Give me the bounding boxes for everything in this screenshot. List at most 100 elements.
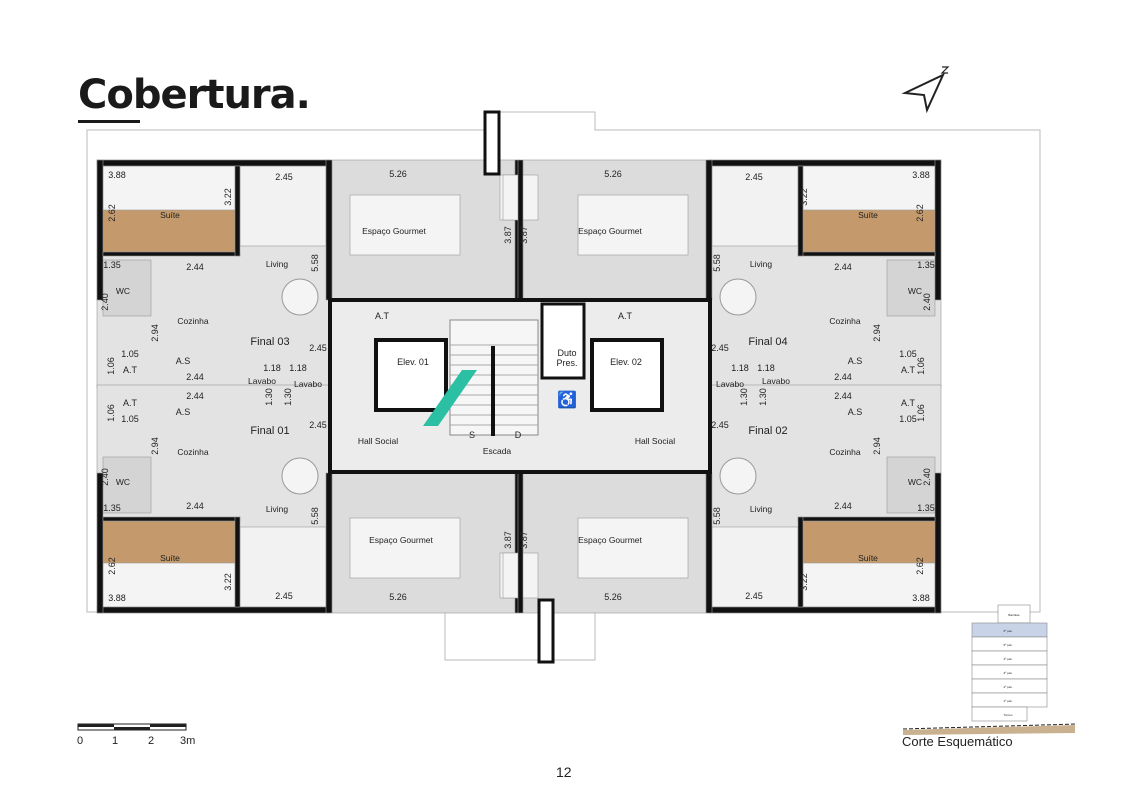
scale-tick-3: 3m (180, 735, 196, 747)
unit-label: 3.88 (108, 593, 126, 603)
gourmet-label: Espaço Gourmet (578, 535, 642, 545)
dining-table (719, 278, 757, 316)
elevator-02 (590, 338, 664, 412)
unit-label: 2.45 (745, 172, 763, 182)
gourmet-table (577, 194, 689, 256)
dining-table (281, 457, 319, 495)
living-sofa-area (711, 526, 799, 608)
unit-label: Living (750, 504, 772, 514)
unit-label: 1.30 (264, 388, 274, 406)
unit-label: 1.05 (121, 349, 139, 359)
unit-label: 1.35 (103, 260, 121, 270)
unit-label: 2.40 (922, 468, 932, 486)
unit-label: 3.22 (799, 188, 809, 206)
gourmet-label: Espaço Gourmet (362, 226, 426, 236)
unit-label: Cozinha (829, 316, 860, 326)
unit-label: 1.06 (916, 404, 926, 422)
section-floor-label: Térreo (1004, 713, 1013, 717)
unit-label: 2.62 (915, 557, 925, 575)
page-title: Cobertura. (78, 72, 311, 118)
unit-label: Lavabo (248, 376, 276, 386)
page-number: 12 (556, 764, 572, 780)
unit-label: WC (908, 477, 922, 487)
gourmet-depth-label: 3.87 (519, 531, 529, 549)
scale-tick-1: 1 (112, 735, 119, 747)
section-floor-label: 2º pav. (1003, 685, 1012, 689)
unit-label: 1.05 (899, 349, 917, 359)
unit-label: 2.44 (834, 391, 852, 401)
unit-label: 3.88 (912, 593, 930, 603)
wall (234, 516, 241, 608)
unit-label: 2.94 (872, 437, 882, 455)
gourmet-width-label: 5.26 (604, 169, 622, 179)
stair-label: Escada (483, 446, 512, 456)
wc-room (886, 456, 936, 514)
shaft-bottom (537, 598, 555, 664)
wc-room (102, 259, 152, 317)
gourmet-table (577, 517, 689, 579)
unit-label: 1.06 (106, 357, 116, 375)
unit-label: 3.88 (108, 170, 126, 180)
section-caption: Corte Esquemático (902, 734, 1013, 749)
unit-label: Cozinha (177, 447, 208, 457)
unit-label: 3.22 (223, 188, 233, 206)
unit-label: 3.22 (799, 573, 809, 591)
unit-label: Final 03 (250, 336, 289, 348)
pressurization-duct (540, 302, 586, 380)
section-floor (971, 706, 1028, 722)
wall (102, 251, 241, 257)
wall (325, 472, 333, 614)
section-floor-label: 6º pav. (1003, 629, 1012, 633)
unit-label: 1.18 (731, 363, 749, 373)
wall (934, 472, 942, 614)
wc-room (886, 259, 936, 317)
section-floor-label: 3º pav. (1003, 671, 1012, 675)
wall (797, 165, 804, 257)
section-floor-label: 4º pav. (1003, 657, 1012, 661)
wheelchair-icon: ♿ (557, 390, 577, 409)
unit-label: 2.62 (915, 204, 925, 222)
hall-social-right-label: Hall Social (635, 436, 675, 446)
unit-label: Final 04 (748, 336, 787, 348)
suite-wood-floor (102, 209, 236, 253)
unit-label: 1.18 (263, 363, 281, 373)
section-ground-line (902, 723, 1078, 730)
unit-label: 1.05 (121, 414, 139, 424)
unit-label: Living (266, 504, 288, 514)
unit-label: Suíte (858, 553, 878, 563)
unit-label: 5.58 (310, 254, 320, 272)
unit-label: 3.88 (912, 170, 930, 180)
unit-label: 1.18 (289, 363, 307, 373)
unit-label: Lavabo (762, 376, 790, 386)
north-arrow-icon (901, 66, 950, 114)
unit-label: 1.35 (103, 503, 121, 513)
unit-label: 2.45 (711, 343, 729, 353)
unit-label: 2.45 (275, 172, 293, 182)
brand-logo-mark (423, 370, 477, 426)
unit-label: 2.44 (834, 501, 852, 511)
gourmet-table (349, 194, 461, 256)
suite-wood-floor (102, 520, 236, 564)
unit-label: 2.44 (186, 391, 204, 401)
gourmet-table (349, 517, 461, 579)
unit-label: 2.44 (186, 262, 204, 272)
wall (707, 159, 942, 167)
unit-label: 1.18 (757, 363, 775, 373)
wall (797, 516, 804, 608)
at-left-label: A.T (375, 311, 390, 321)
gourmet-label: Espaço Gourmet (369, 535, 433, 545)
elevator-02-label: Elev. 02 (610, 357, 642, 367)
unit-label: 1.35 (917, 503, 935, 513)
unit-label: Suíte (160, 553, 180, 563)
hall-social-left-label: Hall Social (358, 436, 398, 446)
unit-label: 1.35 (917, 260, 935, 270)
gourmet-width-label: 5.26 (389, 169, 407, 179)
unit-label: 3.22 (223, 573, 233, 591)
unit-label: 2.40 (922, 293, 932, 311)
gourmet-depth-label: 3.87 (519, 226, 529, 244)
gourmet-depth-label: 3.87 (503, 531, 513, 549)
unit-label: 2.45 (275, 591, 293, 601)
wall (325, 159, 333, 301)
